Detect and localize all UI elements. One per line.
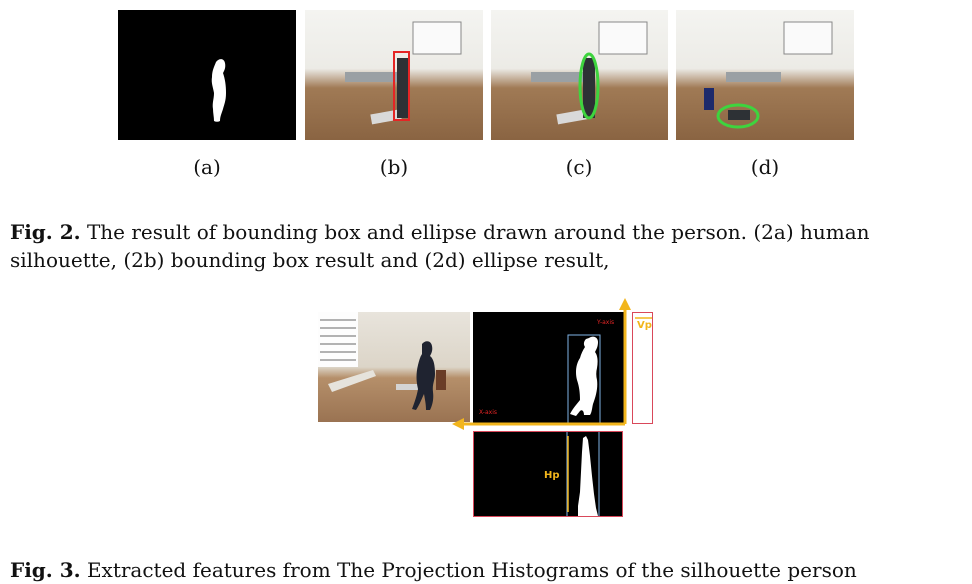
fig3-caption-text: Extracted features from The Projection H… xyxy=(86,558,857,582)
fig3-vp-label: Vp xyxy=(637,320,652,331)
fig3-horizontal-projection-panel xyxy=(473,431,623,517)
fig3-vertical-projection-panel xyxy=(632,312,653,424)
fig3-caption-label: Fig. 3. xyxy=(10,558,81,582)
fig3-x-axis-label: X-axis xyxy=(479,409,497,416)
fig2-caption-line2: silhouette, (2b) bounding box result and… xyxy=(10,248,610,272)
fig3-hp-label: Hp xyxy=(544,470,560,481)
fig3-projection-arrows xyxy=(452,298,652,512)
fig2-caption: Fig. 2. The result of bounding box and e… xyxy=(10,218,870,246)
fig3-scene-image xyxy=(318,312,470,422)
fig3-y-axis-label: Y-axis xyxy=(596,319,614,326)
fig2d-label: (d) xyxy=(750,155,780,179)
fig2b-bounding-box-image xyxy=(305,10,483,140)
fig3-caption: Fig. 3. Extracted features from The Proj… xyxy=(10,556,857,584)
fig3-silhouette-panel: Y-axis X-axis xyxy=(473,312,625,425)
fig2c-label: (c) xyxy=(565,155,593,179)
fig2b-label: (b) xyxy=(379,155,409,179)
fig2c-ellipse-image xyxy=(491,10,668,140)
fig2-caption-line1: The result of bounding box and ellipse d… xyxy=(86,220,870,244)
fig2a-label: (a) xyxy=(193,155,221,179)
fig2d-ellipse-fall-image xyxy=(676,10,854,140)
fig2a-silhouette-image xyxy=(118,10,296,140)
fig2-caption-label: Fig. 2. xyxy=(10,220,81,244)
